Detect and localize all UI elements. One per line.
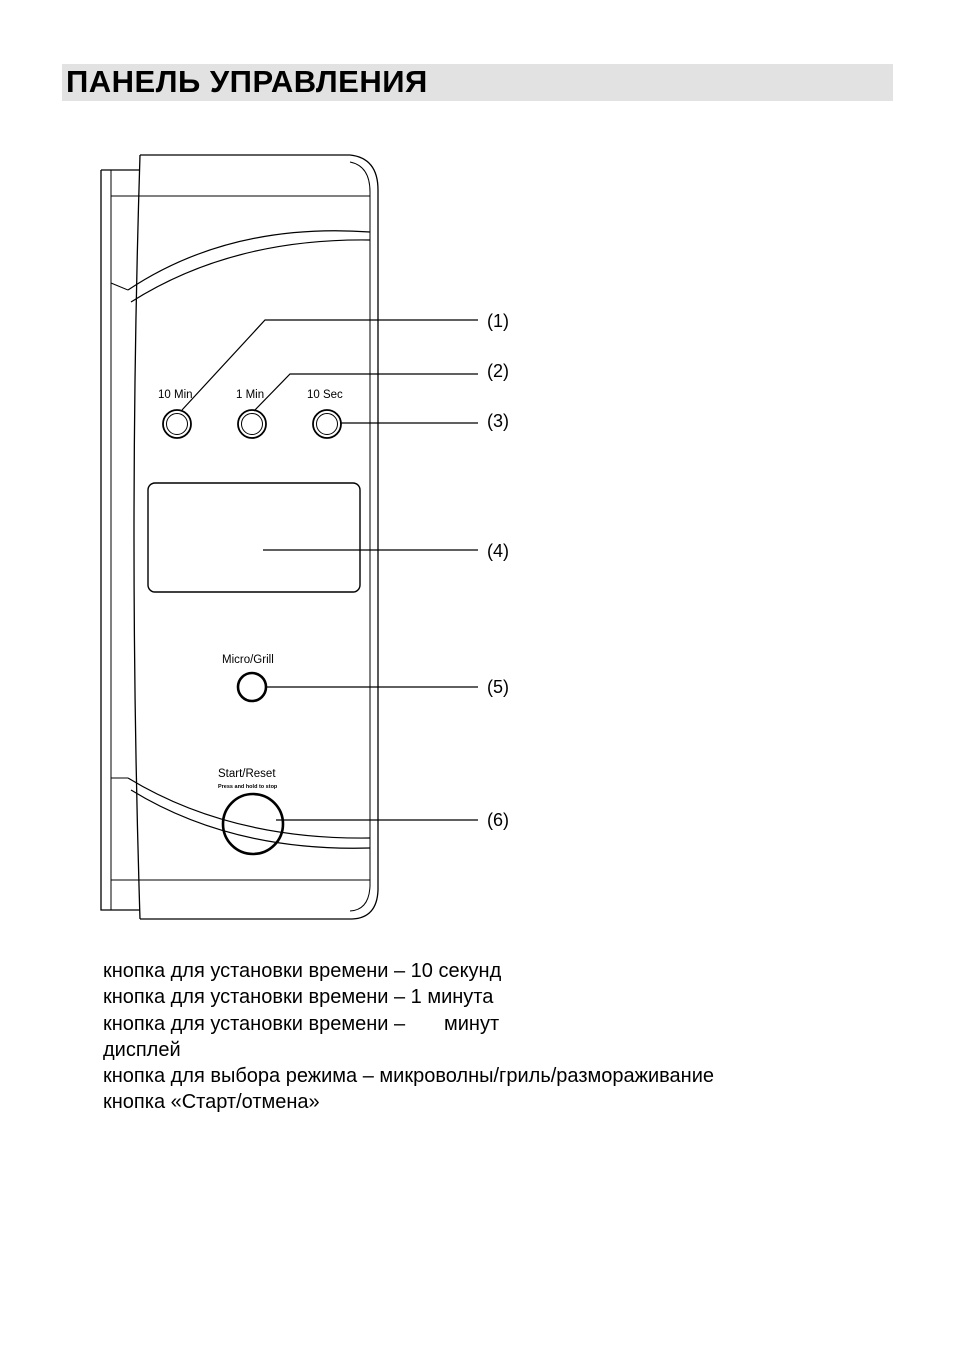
start-reset-sublabel: Press and hold to stop xyxy=(218,784,278,790)
callout-5: (5) xyxy=(487,677,509,697)
description-item-2: кнопка для установки времени – 1 минута xyxy=(103,986,494,1009)
ten-min-button[interactable] xyxy=(162,409,192,439)
ten-sec-label: 10 Sec xyxy=(307,389,343,401)
callout-4: (4) xyxy=(487,541,509,561)
callout-3: (3) xyxy=(487,411,509,431)
ten-sec-button[interactable] xyxy=(312,409,342,439)
micro-grill-label: Micro/Grill xyxy=(222,654,274,666)
ten-min-label: 10 Min xyxy=(158,389,193,401)
one-min-label: 1 Min xyxy=(236,389,264,401)
description-item-5: кнопка для выбора режима – микроволны/гр… xyxy=(103,1065,715,1088)
callout-6: (6) xyxy=(487,810,509,830)
description-item-1: кнопка для установки времени – 10 секунд xyxy=(103,960,502,982)
description-item-4: дисплей xyxy=(103,1038,181,1061)
section-header: ПАНЕЛЬ УПРАВЛЕНИЯ xyxy=(62,64,893,101)
leader-line-2 xyxy=(253,373,478,412)
bottom-swoosh xyxy=(127,777,371,839)
description-item-6: кнопка «Старт/отмена» xyxy=(103,1091,320,1114)
start-reset-label: Start/Reset xyxy=(218,768,276,780)
start-reset-button[interactable] xyxy=(221,792,285,856)
panel-body-outline xyxy=(140,154,379,920)
description-item-3: кнопка для установки времени – минут xyxy=(103,1012,500,1035)
micro-grill-button[interactable] xyxy=(236,671,268,703)
one-min-button[interactable] xyxy=(237,409,267,439)
display-window xyxy=(147,482,361,593)
description-list: кнопка для установки времени – 10 секунд… xyxy=(103,958,714,1116)
callout-1: (1) xyxy=(487,311,509,331)
leader-line-1 xyxy=(181,319,478,411)
top-swoosh xyxy=(127,230,371,291)
section-title: ПАНЕЛЬ УПРАВЛЕНИЯ xyxy=(66,64,428,99)
callout-2: (2) xyxy=(487,361,509,381)
panel-left-edge xyxy=(100,170,140,911)
